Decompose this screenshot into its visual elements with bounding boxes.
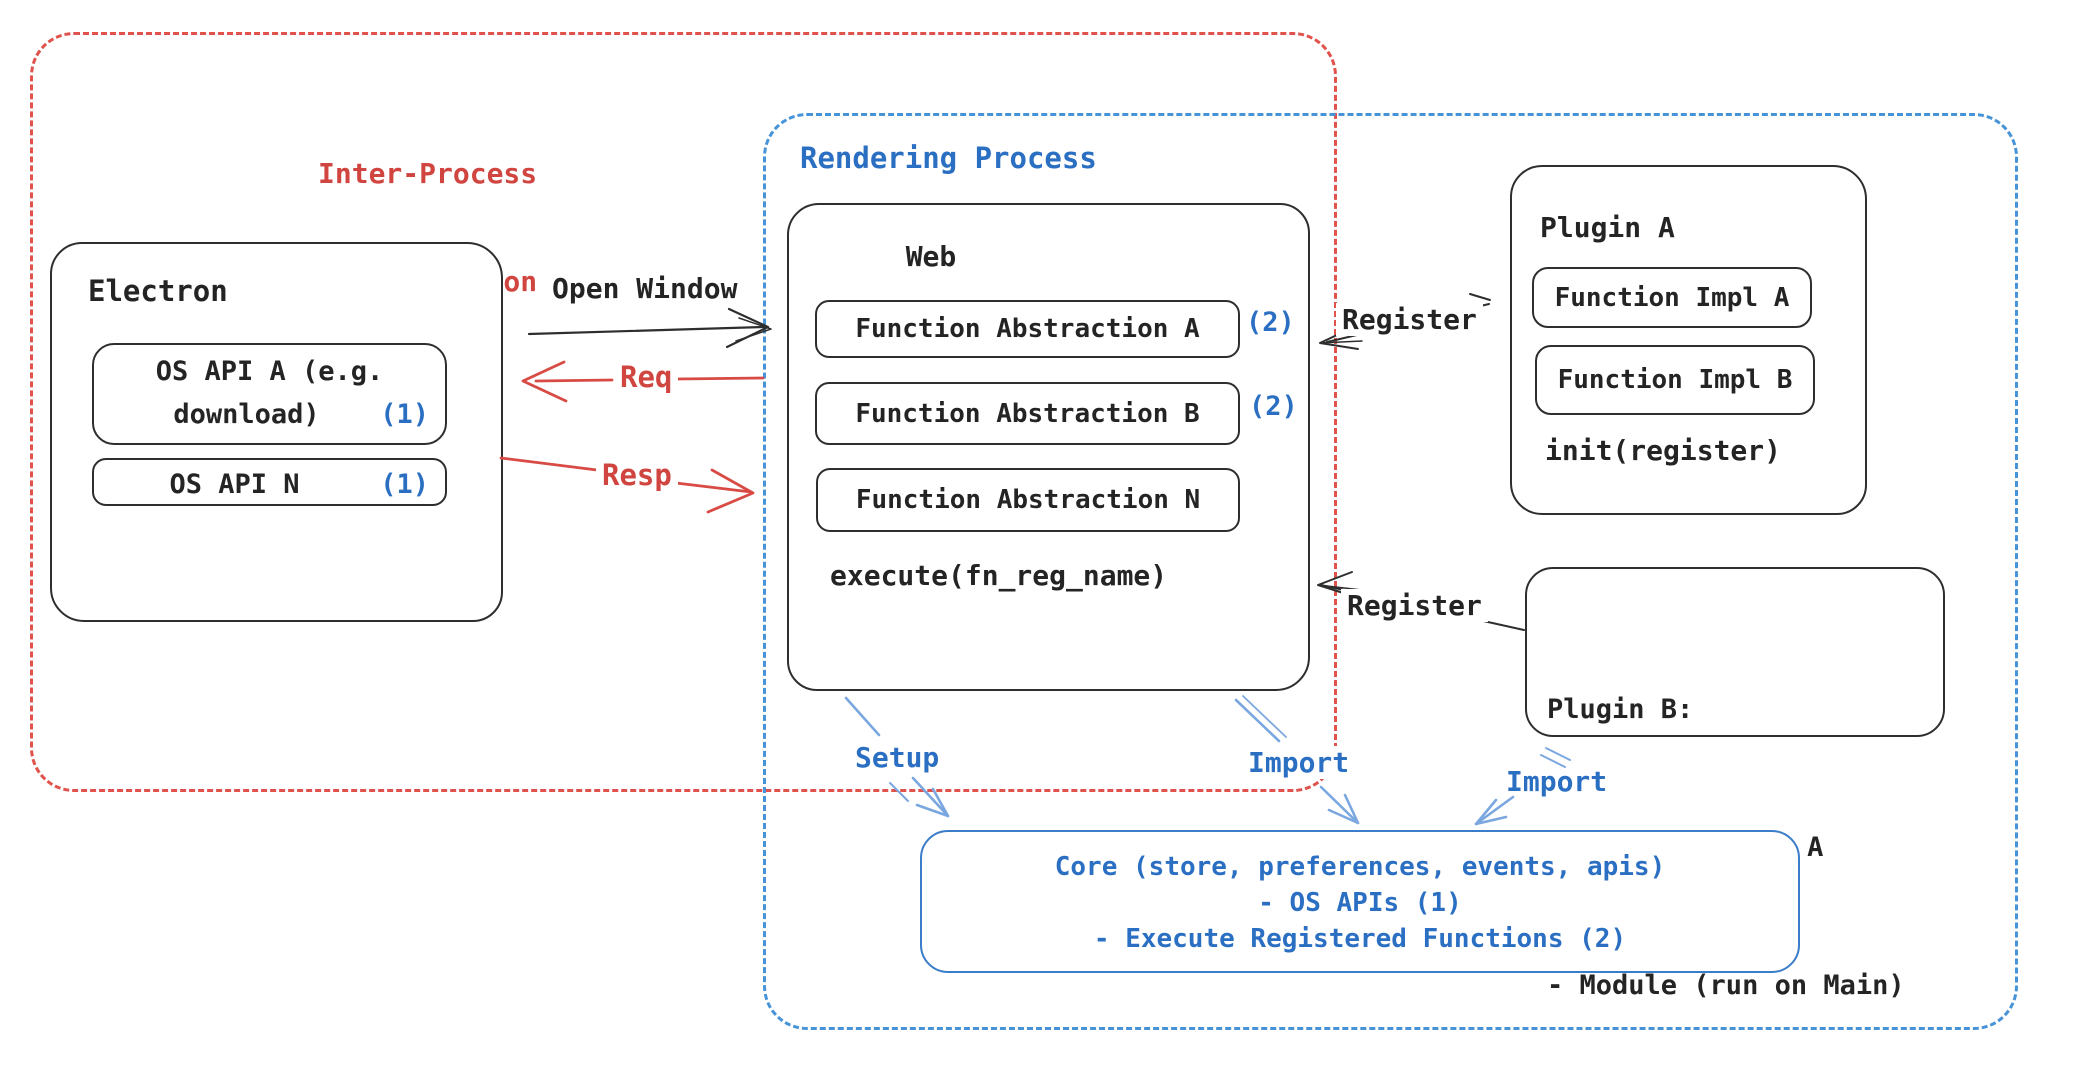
ipc-label-line1: Inter-Process	[318, 157, 538, 190]
open-window-label: Open Window	[552, 272, 738, 305]
core-box: Core (store, preferences, events, apis) …	[920, 830, 1800, 973]
function-abstraction-n-label: Function Abstraction N	[855, 485, 1201, 515]
core-line-3: - Execute Registered Functions (2)	[1093, 924, 1627, 954]
function-abstraction-n-box: Function Abstraction N	[816, 468, 1240, 532]
setup-label: Setup	[855, 741, 940, 774]
web-title: Web	[905, 240, 957, 273]
rendering-region-label: Rendering Process	[800, 141, 1097, 175]
ipc-region	[30, 32, 1337, 792]
function-abstraction-b-badge: (2)	[1249, 391, 1298, 422]
os-api-a-box: OS API A (e.g. download) (1)	[92, 343, 447, 445]
req-label: Req	[614, 360, 679, 394]
function-abstraction-b-label: Function Abstraction B	[855, 398, 1200, 429]
plugin-b-title: Plugin B:	[1547, 694, 1694, 725]
function-abstraction-a-badge: (2)	[1246, 307, 1295, 338]
rendering-process-region	[763, 113, 2018, 1030]
resp-label: Resp	[596, 458, 678, 492]
os-api-a-badge: (1)	[380, 399, 429, 430]
execute-label: execute(fn_reg_name)	[830, 559, 1168, 592]
plugin-b-box: Plugin B: - Function Impl A - Module (ru…	[1525, 567, 1945, 1001]
os-api-n-badge: (1)	[380, 469, 429, 500]
function-impl-a-label: Function Impl A	[1554, 282, 1790, 313]
function-impl-a-box: Function Impl A	[1532, 267, 1812, 328]
function-abstraction-a-box: Function Abstraction A	[815, 300, 1240, 358]
core-line-1: Core (store, preferences, events, apis)	[1054, 852, 1666, 882]
function-impl-b-label: Function Impl B	[1557, 365, 1793, 395]
plugin-a-init-label: init(register)	[1545, 434, 1782, 467]
import-plugin-label: Import	[1506, 765, 1608, 798]
core-line-2: - OS APIs (1)	[1258, 888, 1462, 918]
os-api-n-label: OS API N	[169, 469, 300, 500]
plugin-a-title: Plugin A	[1540, 211, 1675, 244]
import-web-label: Import	[1242, 746, 1356, 779]
register-top-label: Register	[1336, 303, 1483, 336]
os-api-a-line1: OS API A (e.g.	[155, 356, 384, 387]
plugin-b-item-module: - Module (run on Main)	[1547, 970, 1905, 1001]
function-abstraction-b-box: Function Abstraction B	[815, 382, 1240, 445]
function-abstraction-a-label: Function Abstraction A	[855, 314, 1200, 344]
register-bottom-label: Register	[1341, 589, 1488, 622]
os-api-a-line2: download)	[173, 399, 320, 430]
web-box	[787, 203, 1310, 691]
electron-title: Electron	[88, 274, 228, 308]
os-api-n-box: OS API N (1)	[92, 458, 447, 506]
function-impl-b-box: Function Impl B	[1535, 345, 1815, 415]
plugin-a-box	[1510, 165, 1867, 515]
